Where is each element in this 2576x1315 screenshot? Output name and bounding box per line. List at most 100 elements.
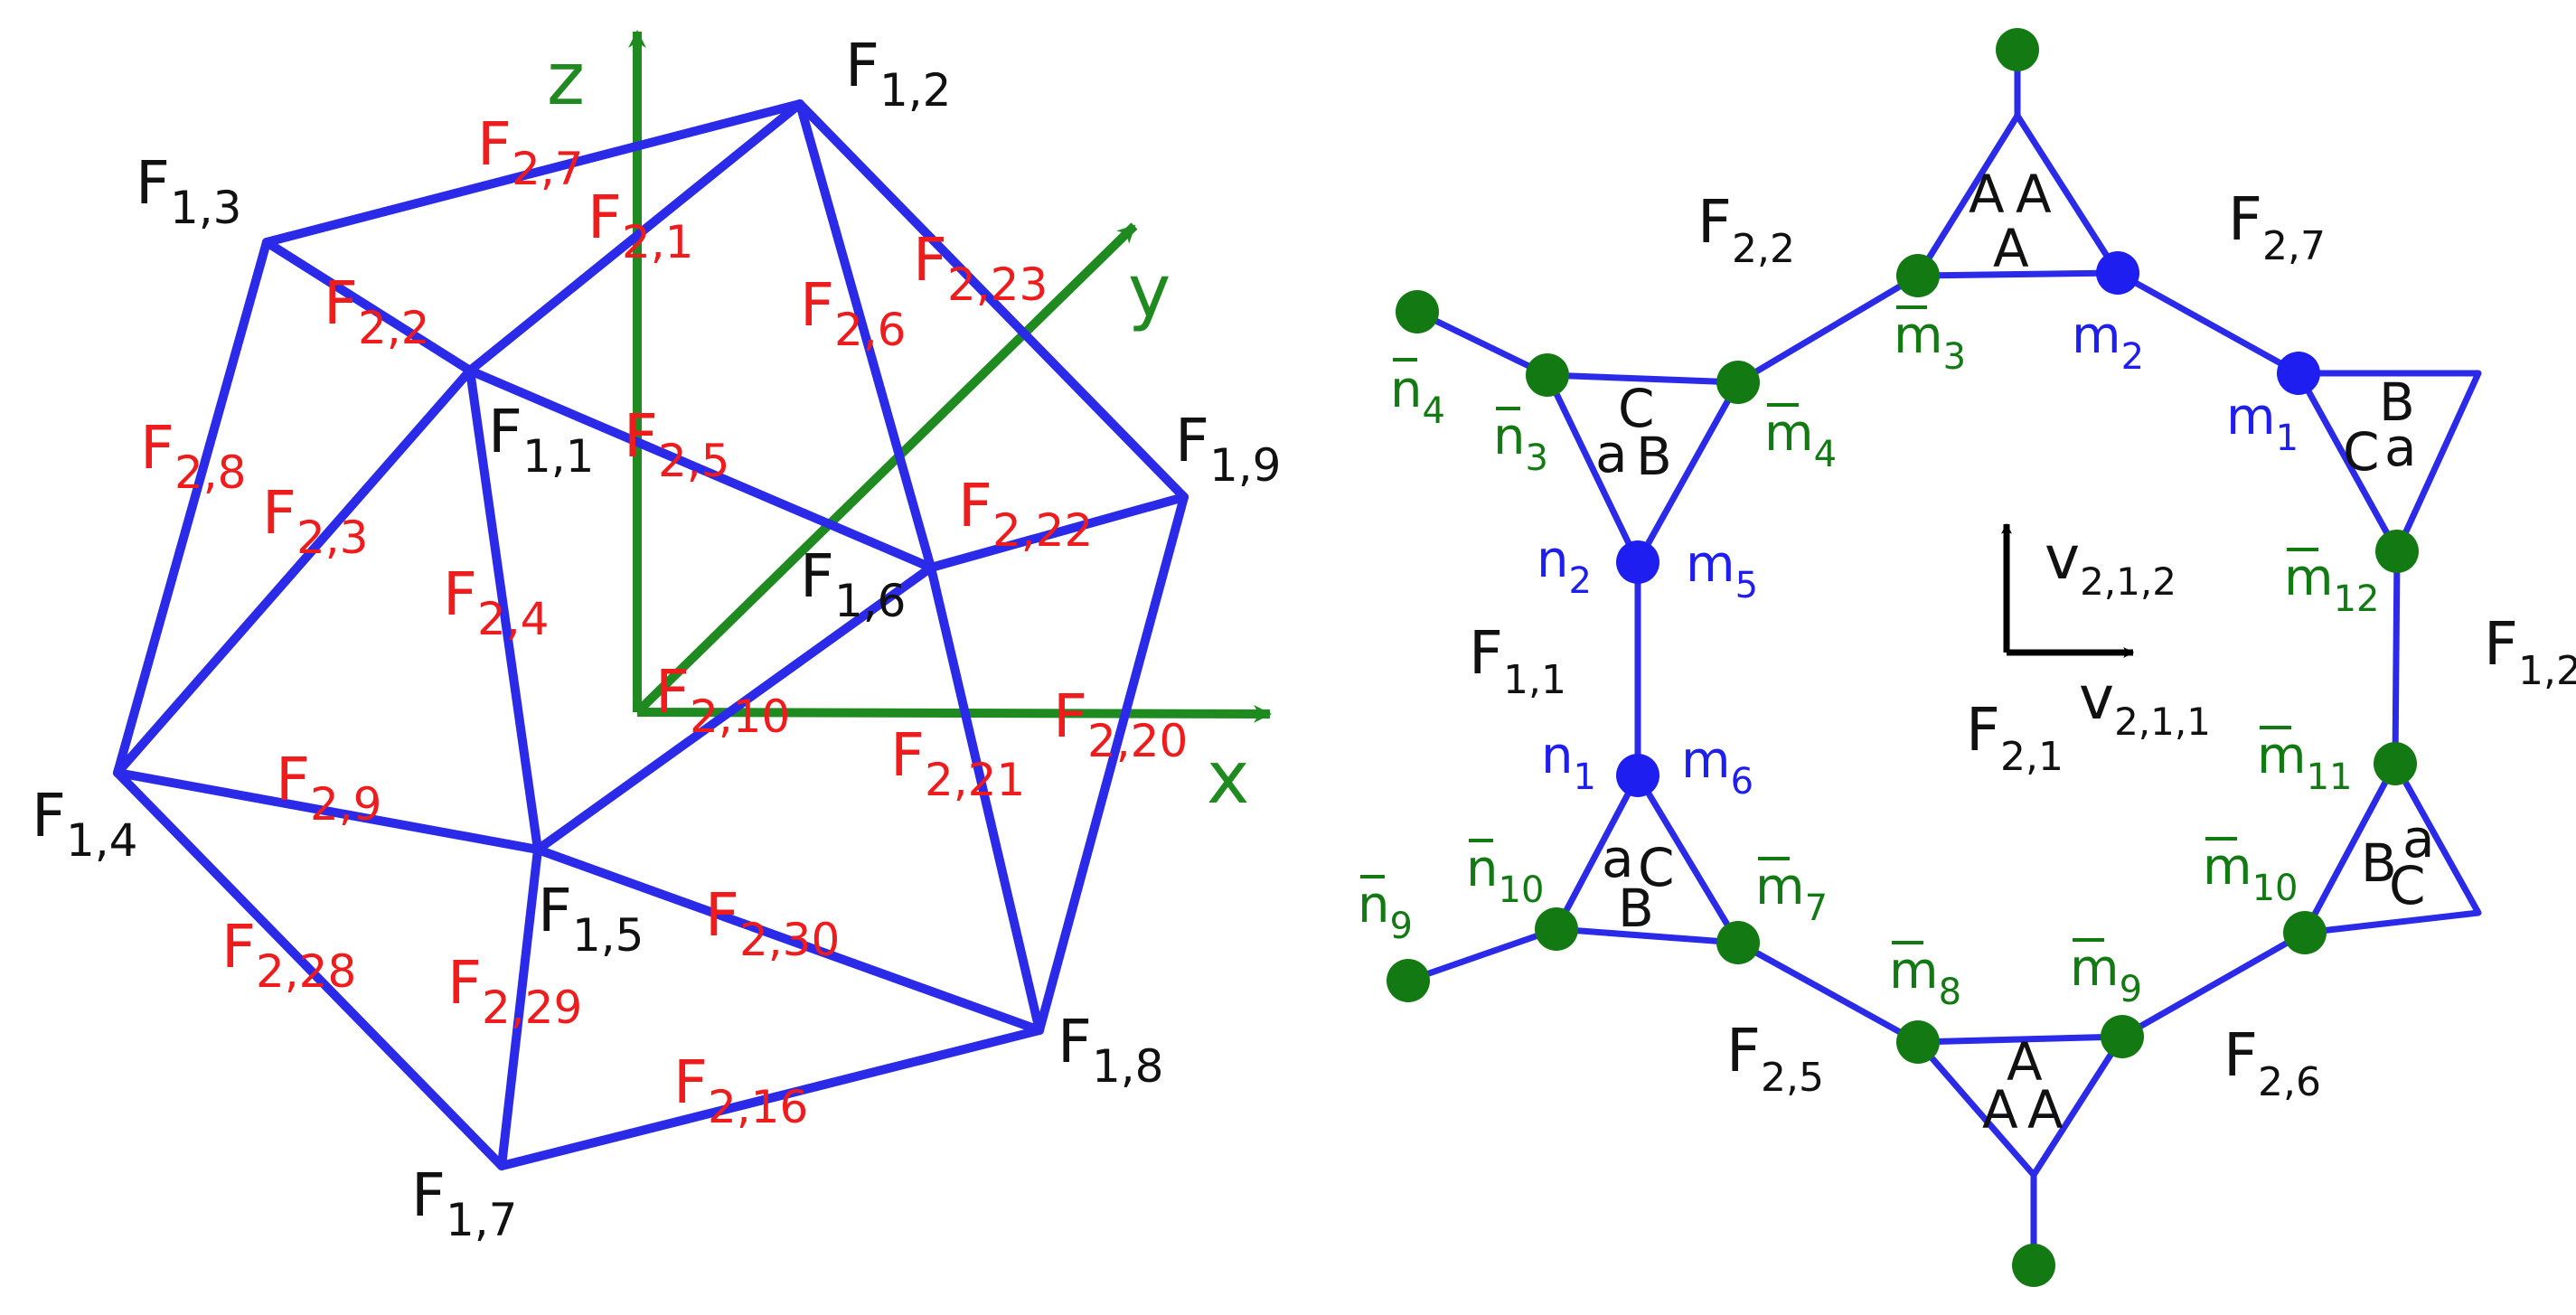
- upper-left-triangle: [1544, 371, 1742, 566]
- edge: [1735, 939, 1922, 1046]
- edge: [262, 99, 804, 247]
- x-axis-label: x: [1207, 736, 1249, 820]
- edge: [2392, 548, 2401, 767]
- face-label-f22: F2,2: [324, 268, 430, 354]
- node-label-m11: m11: [2257, 726, 2352, 798]
- face-label-f229: F2,29: [447, 948, 582, 1034]
- face-label-f27: F2,7: [477, 109, 584, 195]
- svg-text:m1: m1: [2226, 388, 2299, 459]
- edge: [1035, 493, 1189, 1035]
- node-green: [1716, 361, 1760, 404]
- node-green: [1387, 959, 1430, 1002]
- corner-letter: B: [1618, 878, 1654, 939]
- svg-text:m3: m3: [1894, 306, 1966, 378]
- face-label-F11: F1,1: [1469, 618, 1566, 703]
- face-label-f23: F2,3: [262, 478, 369, 564]
- vertex-label-f15: F1,5: [538, 876, 644, 962]
- svg-text:m11: m11: [2257, 727, 2352, 798]
- triangle-corner-letters: A A A C a B B C a a C B B a C A A A: [1595, 164, 2435, 1141]
- face-label-f25: F2,5: [624, 401, 730, 487]
- vertex-label-f14: F1,4: [32, 781, 138, 867]
- svg-text:n1: n1: [1541, 727, 1596, 798]
- node-green: [1896, 1020, 1940, 1064]
- edge: [497, 845, 542, 1170]
- node-green: [1526, 353, 1569, 397]
- face-label-F22: F2,2: [1697, 187, 1795, 272]
- node-label-m7: m7: [1755, 857, 1828, 929]
- node-green: [2101, 1015, 2144, 1058]
- face-label-f220: F2,20: [1053, 681, 1188, 767]
- corner-letter: C: [2389, 855, 2426, 916]
- coordinate-axes: [628, 30, 1272, 723]
- corner-letter: a: [2402, 808, 2435, 869]
- svg-text:n10: n10: [1466, 840, 1544, 911]
- edge: [465, 366, 542, 854]
- node-label-n10: n10: [1466, 839, 1544, 911]
- svg-text:m10: m10: [2203, 838, 2298, 909]
- vertex-label-f11: F1,1: [488, 397, 595, 483]
- face-label-f228: F2,28: [221, 912, 356, 998]
- svg-text:n4: n4: [1390, 361, 1445, 432]
- svg-text:m6: m6: [1681, 731, 1753, 803]
- node-label-m2: m2: [2072, 306, 2144, 378]
- node-label-m5: m5: [1686, 535, 1758, 606]
- right-panel-graph: F2,2 F2,7 F1,1 F1,2 F2,1 F2,5 F2,6 v2,1,…: [1358, 28, 2576, 1287]
- edge: [926, 563, 1044, 1035]
- face-label-F21: F2,1: [1966, 695, 2064, 780]
- vertex-label-f19: F1,9: [1175, 406, 1282, 492]
- vertex-label-f18: F1,8: [1058, 1007, 1164, 1093]
- node-label-n1: n1: [1541, 727, 1596, 798]
- face-label-f222: F2,22: [958, 471, 1093, 557]
- face-label-f230: F2,30: [705, 880, 840, 966]
- corner-letter: a: [2384, 417, 2417, 478]
- face-label-f29: F2,9: [276, 745, 382, 831]
- node-green: [2012, 1244, 2055, 1287]
- vector-label-v211: v2,1,1: [2079, 663, 2211, 744]
- graph-nodes: [1387, 28, 2419, 1287]
- top-triangle: [1914, 112, 2121, 279]
- upper-right-triangle: [2295, 370, 2482, 555]
- svg-text:m12: m12: [2284, 549, 2379, 620]
- edge: [113, 768, 506, 1170]
- vector-labels: v2,1,2 v2,1,1: [2045, 523, 2211, 744]
- node-green: [2375, 530, 2419, 573]
- edge: [1414, 308, 1551, 379]
- node-green: [1716, 921, 1760, 964]
- edge: [1405, 925, 1560, 984]
- node-label-m6: m6: [1681, 731, 1753, 803]
- y-axis-label: y: [1128, 249, 1170, 333]
- corner-letter: C: [1638, 837, 1675, 898]
- corner-letter: A: [1969, 164, 2005, 225]
- svg-text:m2: m2: [2072, 306, 2144, 378]
- edge: [465, 99, 804, 375]
- vertex-label-f13: F1,3: [136, 148, 242, 234]
- vertex-labels: F1,2 F1,3 F1,1 F1,9 F1,6 F1,4 F1,5 F1,8 …: [32, 31, 1282, 1246]
- node-green: [2283, 911, 2327, 954]
- corner-letter: A: [1982, 1079, 2018, 1141]
- corner-letter: A: [1993, 218, 2029, 279]
- edge: [113, 768, 542, 854]
- edge: [2114, 269, 2302, 377]
- node-green: [1396, 290, 1439, 333]
- node-label-m8: m8: [1889, 941, 1961, 1013]
- node-green: [1896, 254, 1940, 297]
- face-labels: F2,7 F2,1 F2,23 F2,2 F2,6 F2,8 F2,5 F2,3…: [140, 109, 1188, 1133]
- node-green: [1535, 907, 1578, 951]
- node-blue: [2096, 251, 2139, 295]
- corner-letter: A: [2027, 1079, 2064, 1141]
- face-label-f26: F2,6: [800, 270, 907, 356]
- node-green: [1996, 28, 2039, 71]
- svg-text:m9: m9: [2070, 939, 2142, 1010]
- corner-letter: a: [1602, 828, 1634, 889]
- node-green: [2374, 742, 2417, 785]
- bottom-triangle: [1914, 1033, 2126, 1179]
- lower-right-triangle: [2301, 760, 2482, 936]
- node-blue: [1616, 540, 1659, 584]
- edge: [497, 1026, 1044, 1170]
- svg-text:m4: m4: [1764, 404, 1837, 475]
- node-label-n4: n4: [1390, 358, 1445, 432]
- node-label-m10: m10: [2203, 837, 2298, 909]
- vertex-label-f12: F1,2: [845, 31, 952, 117]
- face-label-f223: F2,23: [913, 225, 1048, 311]
